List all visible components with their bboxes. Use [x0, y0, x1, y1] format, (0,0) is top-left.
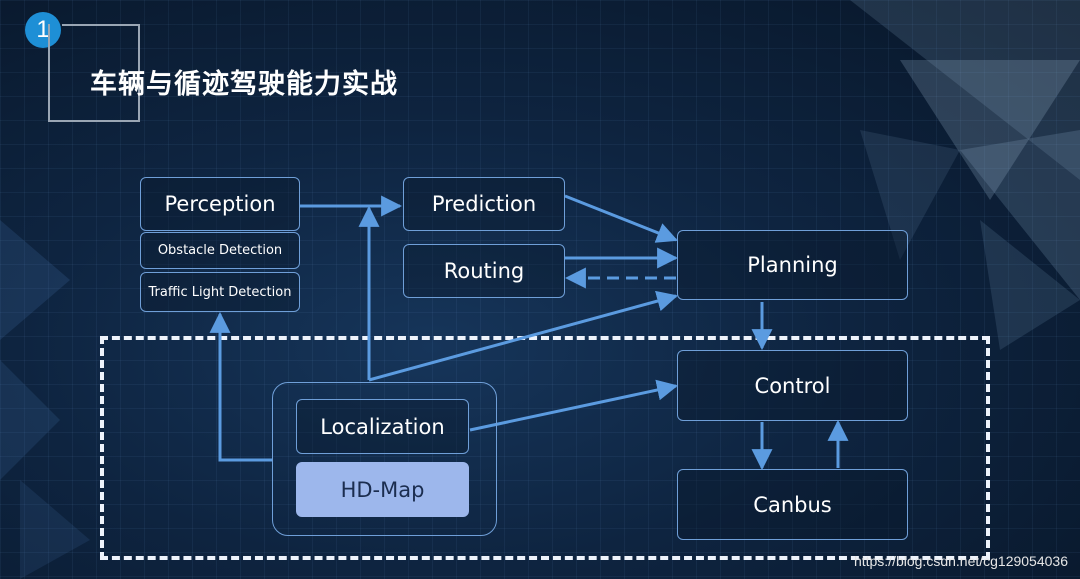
page-title: 车辆与循迹驾驶能力实战 — [90, 69, 398, 100]
obstacle-detection-node: Obstacle Detection — [140, 232, 300, 269]
hd-map-node: HD-Map — [296, 462, 469, 517]
perception-node: Perception — [140, 177, 300, 231]
arrow-localization-planning — [368, 290, 679, 382]
arrow-localization-perception — [209, 311, 272, 462]
dashed-region-frame — [100, 336, 990, 560]
title-frame-top — [62, 24, 138, 26]
canbus-node: Canbus — [677, 469, 908, 540]
arrow-localization-control — [469, 379, 679, 432]
section-number-badge: 1 — [25, 12, 61, 48]
prediction-node: Prediction — [403, 177, 565, 231]
watermark-url: https://blog.csdn.net/cg129054036 — [853, 553, 1068, 569]
traffic-light-detection-node: Traffic Light Detection — [140, 272, 300, 312]
localization-node: Localization — [296, 399, 469, 454]
arrow-prediction-planning — [564, 194, 678, 243]
routing-node: Routing — [403, 244, 565, 298]
title-frame — [48, 24, 140, 122]
localization-hdmap-group — [272, 382, 497, 536]
control-node: Control — [677, 350, 908, 421]
planning-node: Planning — [677, 230, 908, 300]
